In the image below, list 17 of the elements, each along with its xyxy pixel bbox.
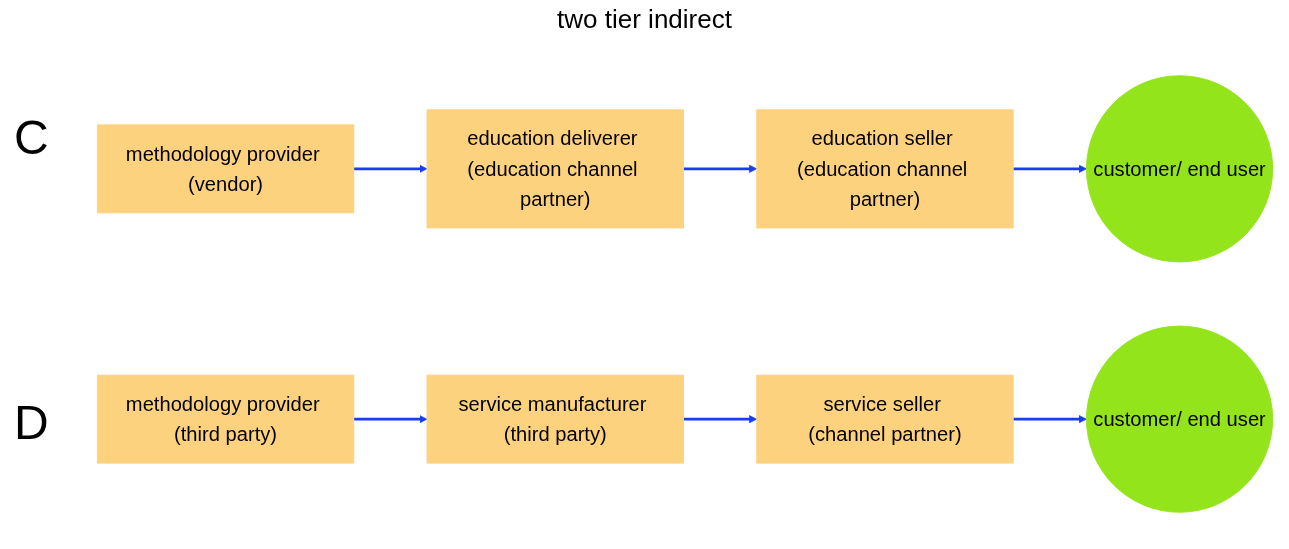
row-letter: C: [14, 110, 49, 165]
node-circle: customer/ end user: [1086, 325, 1274, 513]
tier-label: two tier indirect: [556, 4, 733, 35]
arrow: [1013, 164, 1087, 173]
arrow: [353, 415, 428, 424]
node-box: service seller (channel partner): [756, 374, 1014, 464]
node-box: methodology provider (third party): [96, 374, 355, 464]
arrow: [683, 415, 758, 424]
node-box: education deliverer (education channel partner): [426, 109, 684, 229]
node-box: service manufacturer (third party): [426, 374, 684, 464]
row-letter: D: [14, 395, 49, 450]
arrow: [353, 164, 428, 173]
node-circle: customer/ end user: [1086, 75, 1274, 263]
arrow: [683, 164, 758, 173]
arrow: [1013, 415, 1087, 424]
node-box: methodology provider (vendor): [96, 124, 355, 214]
node-box: education seller (education channel partner): [756, 109, 1014, 229]
